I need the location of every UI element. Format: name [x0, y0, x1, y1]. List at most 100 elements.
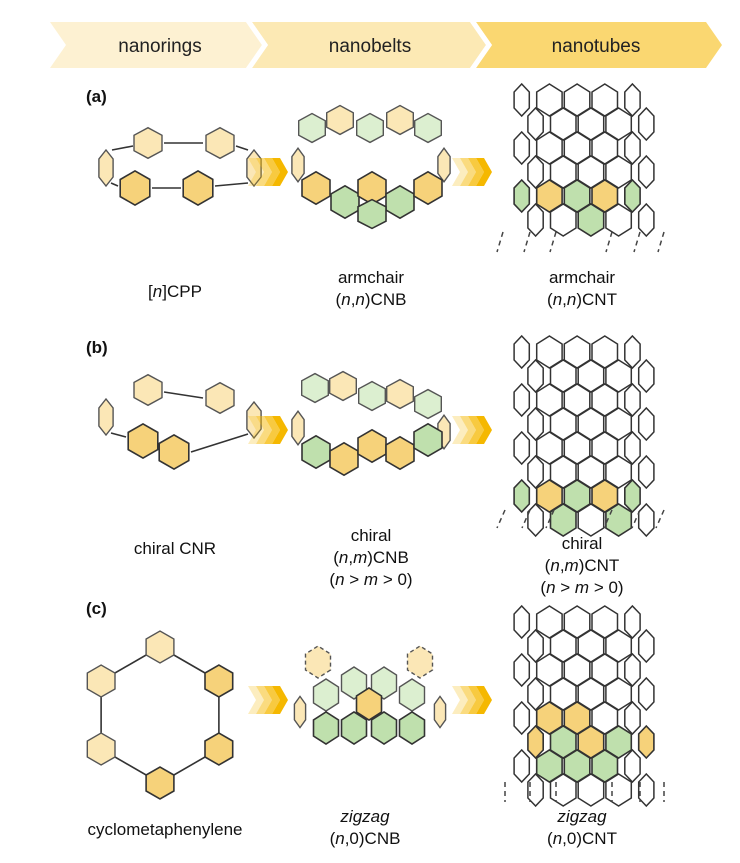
caption-zigzag-cnb-l2: (n,0)CNB [330, 829, 401, 848]
zigzag-belt [293, 645, 447, 745]
tube-ring [549, 359, 577, 393]
tube-ring [605, 359, 633, 393]
benzene-ring [205, 381, 235, 415]
tube-ring [637, 154, 655, 190]
benzene-ring [205, 126, 235, 160]
benzene-ring [246, 400, 262, 440]
tube-ring [591, 749, 619, 783]
tube-ring [563, 701, 591, 735]
tube-ring [591, 383, 619, 417]
tube-ring [535, 701, 563, 735]
belt-ring [370, 711, 398, 745]
dangling-bond [545, 509, 555, 529]
belt-ring [330, 184, 360, 220]
transition-arrow [452, 416, 492, 444]
stage-label-nanobelts: nanobelts [329, 36, 411, 57]
chevron-segment [476, 686, 492, 714]
tube-ring [527, 628, 544, 664]
belt-ring [293, 695, 307, 729]
stage-banner-1 [50, 22, 262, 68]
benzene-ring [119, 169, 151, 207]
tube-ring [549, 677, 577, 711]
belt-ring [326, 104, 354, 136]
tube-ring [513, 700, 531, 736]
belt-ring [312, 711, 340, 745]
tube-ring [549, 455, 577, 489]
tube-ring [527, 724, 545, 760]
transition-arrows [248, 158, 492, 714]
row-tag-a: (a) [86, 87, 107, 106]
tube-ring [577, 455, 605, 489]
tube-ring [527, 202, 544, 238]
belt-ring [329, 441, 359, 477]
tube-ring [549, 203, 577, 237]
benzene-ring [133, 126, 163, 160]
benzene-ring [145, 766, 175, 800]
captions: [n]CPP armchair (n,n)CNB armchair (n,n)C… [88, 268, 624, 848]
nanotube [504, 604, 665, 808]
tube-ring [577, 359, 605, 393]
belt-ring [329, 370, 357, 402]
tube-ring [527, 772, 544, 808]
tube-ring [563, 383, 591, 417]
chevron-segment [476, 158, 492, 186]
stage-label-nanotubes: nanotubes [552, 36, 641, 57]
tube-ring [624, 430, 641, 466]
chevron-segment [272, 158, 288, 186]
tube-ring [637, 676, 655, 712]
benzene-ring [86, 664, 116, 698]
dangling-bond [605, 231, 613, 253]
dangling-bond [657, 231, 665, 253]
caption-chiral-cnt-l3: (n > m > 0) [540, 578, 623, 597]
caption-chiral-cnb-l3: (n > m > 0) [329, 570, 412, 589]
row-tag-c: (c) [86, 599, 107, 618]
dangling-bond [603, 509, 613, 529]
tube-ring [577, 773, 605, 807]
belt-ring [291, 147, 305, 183]
benzene-ring [204, 732, 234, 766]
tube-ring [605, 629, 633, 663]
tube-ring [605, 725, 633, 759]
tube-ring [591, 701, 619, 735]
belt-ring [340, 711, 368, 745]
benzene-ring [133, 373, 163, 407]
caption-cyclometaphenylene: cyclometaphenylene [88, 820, 243, 839]
caption-chiral-cnt-l2: (n,m)CNT [545, 556, 620, 575]
transition-arrow [452, 158, 492, 186]
tube-ring [513, 334, 531, 370]
belt-ring [355, 687, 383, 721]
tube-ring [591, 653, 619, 687]
tube-ring [605, 773, 633, 807]
benzene-ring [145, 630, 175, 664]
armchair-belt [291, 104, 451, 230]
caption-armchair-cnb-l2: (n,n)CNB [336, 290, 407, 309]
tube-ring [563, 431, 591, 465]
tube-ring [637, 724, 655, 760]
caption-chiral-cnb-l1: chiral [351, 526, 392, 545]
belt-ring [357, 428, 387, 464]
dangling-bond [631, 509, 641, 529]
tube-ring [577, 107, 605, 141]
tube-ring [577, 629, 605, 663]
tube-ring [624, 700, 641, 736]
tube-ring [549, 107, 577, 141]
tube-ring [591, 131, 619, 165]
belt-ring [413, 422, 443, 458]
belt-ring [385, 184, 415, 220]
cpp-ring [98, 126, 262, 207]
bond-line [214, 182, 249, 187]
tube-ring [591, 179, 619, 213]
tube-ring [513, 652, 531, 688]
bond-line [110, 432, 127, 438]
tube-ring [527, 454, 544, 490]
dangling-bond [655, 509, 665, 529]
dangling-bond [523, 231, 531, 253]
tube-ring [563, 653, 591, 687]
tube-ring [624, 604, 641, 640]
tube-ring [563, 131, 591, 165]
bond-line [111, 145, 134, 151]
tube-ring [535, 179, 563, 213]
tube-ring [605, 107, 633, 141]
tube-ring [527, 502, 544, 538]
stage-banner-sep-2 [470, 22, 492, 68]
